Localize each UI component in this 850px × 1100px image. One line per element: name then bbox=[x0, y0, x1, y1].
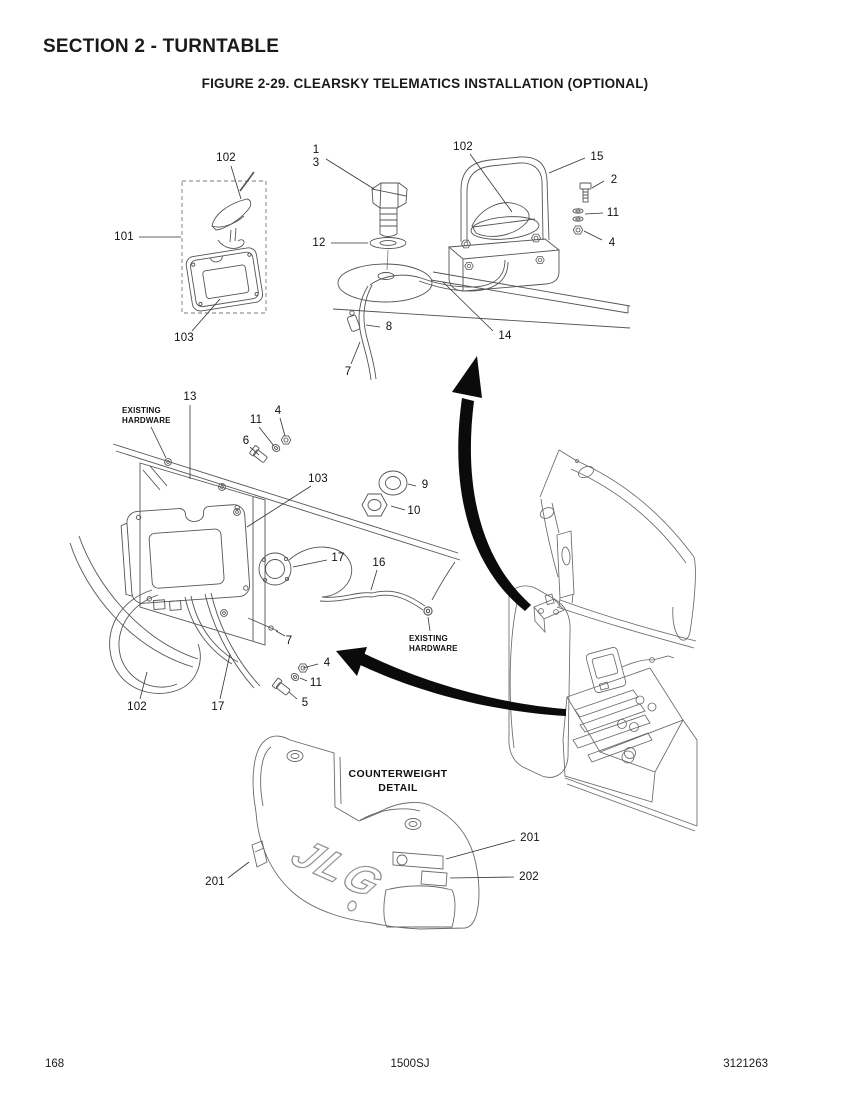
section-title: SECTION 2 - TURNTABLE bbox=[43, 36, 280, 57]
figure-title: FIGURE 2-29. CLEARSKY TELEMATICS INSTALL… bbox=[201, 76, 649, 91]
arrow-up-head bbox=[452, 356, 482, 398]
machine-structure-drawing bbox=[508, 449, 698, 832]
flow-arrows bbox=[336, 356, 566, 716]
counterweight-detail-drawing: JLG bbox=[251, 735, 480, 930]
leader-lines bbox=[139, 153, 605, 879]
arrow-left bbox=[356, 652, 566, 716]
svg-text:JLG: JLG bbox=[282, 832, 395, 907]
document-number: 3121263 bbox=[723, 1058, 768, 1070]
model-number: 1500SJ bbox=[390, 1058, 430, 1070]
antenna-kit-drawing bbox=[181, 171, 267, 314]
module-install-drawing bbox=[69, 435, 461, 696]
antenna-mount-drawing bbox=[332, 156, 631, 381]
arrow-up bbox=[458, 398, 531, 611]
page-number: 168 bbox=[45, 1058, 65, 1070]
arrow-left-head bbox=[336, 647, 367, 676]
jlg-logo: JLG bbox=[281, 831, 395, 912]
bolt-washer-drawing bbox=[369, 182, 408, 271]
